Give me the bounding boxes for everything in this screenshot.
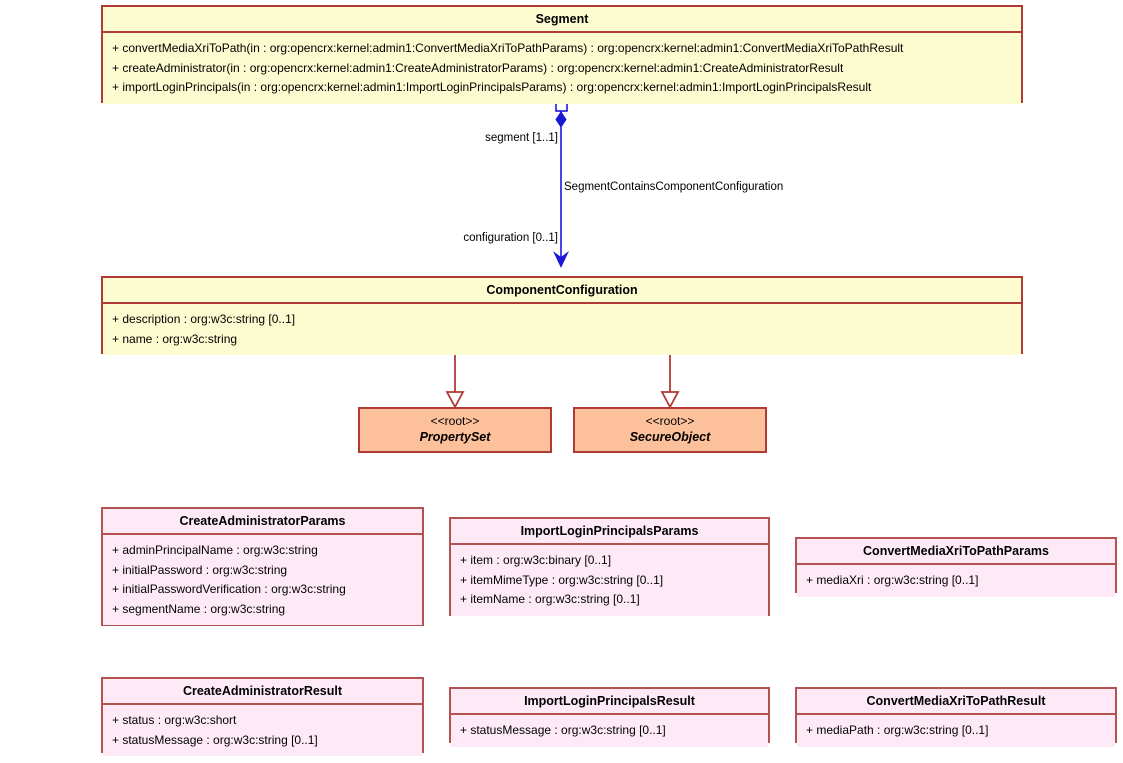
class-box-segment[interactable]: Segment + convertMediaXriToPath(in : org… <box>101 5 1023 104</box>
class-features-convert-media-xri-to-path-params: + mediaXri : org:w3c:string [0..1] <box>797 565 1115 597</box>
class-title-convert-media-xri-to-path-params: ConvertMediaXriToPathParams <box>797 539 1115 565</box>
class-title-component-configuration: ComponentConfiguration <box>103 278 1021 304</box>
class-feature: + name : org:w3c:string <box>112 331 238 346</box>
class-feature: + statusMessage : org:w3c:string [0..1] <box>112 732 318 747</box>
class-feature: + mediaPath : org:w3c:string [0..1] <box>806 723 989 737</box>
generalization-propertyset <box>445 355 465 409</box>
class-feature: + itemMimeType : org:w3c:string [0..1] <box>460 572 664 587</box>
class-feature: + itemName : org:w3c:string [0..1] <box>460 592 640 606</box>
class-header-secure-object: <<root>> SecureObject <box>575 409 765 451</box>
class-box-import-login-principals-result[interactable]: ImportLoginPrincipalsResult + statusMess… <box>449 687 770 747</box>
class-title-import-login-principals-params: ImportLoginPrincipalsParams <box>451 519 768 545</box>
class-title-convert-media-xri-to-path-result: ConvertMediaXriToPathResult <box>797 689 1115 715</box>
class-feature: + status : org:w3c:short <box>112 713 237 727</box>
class-title-segment: Segment <box>103 7 1021 33</box>
class-box-property-set[interactable]: <<root>> PropertySet <box>358 407 552 453</box>
class-features-create-administrator-result: + status : org:w3c:short + statusMessage… <box>103 705 422 756</box>
class-feature: + mediaXri : org:w3c:string [0..1] <box>806 573 979 587</box>
class-features-import-login-principals-params: + item : org:w3c:binary [0..1] + itemMim… <box>451 545 768 616</box>
association-target-role-label: configuration [0..1] <box>463 232 558 244</box>
class-features-convert-media-xri-to-path-result: + mediaPath : org:w3c:string [0..1] <box>797 715 1115 747</box>
class-title-create-administrator-params: CreateAdministratorParams <box>103 509 422 535</box>
class-features-create-administrator-params: + adminPrincipalName : org:w3c:string + … <box>103 535 422 625</box>
class-box-create-administrator-params[interactable]: CreateAdministratorParams + adminPrincip… <box>101 507 424 626</box>
class-feature: + createAdministrator(in : org:opencrx:k… <box>112 60 844 75</box>
class-feature: + segmentName : org:w3c:string <box>112 601 286 616</box>
class-box-convert-media-xri-to-path-params[interactable]: ConvertMediaXriToPathParams + mediaXri :… <box>795 537 1117 597</box>
class-feature: + description : org:w3c:string [0..1] <box>112 312 296 326</box>
class-header-property-set: <<root>> PropertySet <box>360 409 550 451</box>
class-features-segment: + convertMediaXriToPath(in : org:opencrx… <box>103 33 1021 104</box>
class-title-import-login-principals-result: ImportLoginPrincipalsResult <box>451 689 768 715</box>
class-feature: + item : org:w3c:binary [0..1] <box>460 553 612 567</box>
class-title-secure-object: SecureObject <box>629 429 711 444</box>
class-feature: + adminPrincipalName : org:w3c:string <box>112 543 318 557</box>
class-feature: + initialPassword : org:w3c:string <box>112 562 288 577</box>
class-box-convert-media-xri-to-path-result[interactable]: ConvertMediaXriToPathResult + mediaPath … <box>795 687 1117 747</box>
class-stereotype-property-set: <<root>> <box>430 413 480 428</box>
generalization-secureobject <box>660 355 680 409</box>
class-features-component-configuration: + description : org:w3c:string [0..1] + … <box>103 304 1021 355</box>
class-box-secure-object[interactable]: <<root>> SecureObject <box>573 407 767 453</box>
class-features-import-login-principals-result: + statusMessage : org:w3c:string [0..1] <box>451 715 768 747</box>
association-name-label: SegmentContainsComponentConfiguration <box>564 181 784 193</box>
class-title-create-administrator-result: CreateAdministratorResult <box>103 679 422 705</box>
class-feature: + initialPasswordVerification : org:w3c:… <box>112 582 346 596</box>
class-feature: + importLoginPrincipals(in : org:opencrx… <box>112 80 872 94</box>
class-title-property-set: PropertySet <box>419 429 491 444</box>
association-source-role-label: segment [1..1] <box>485 132 558 144</box>
class-box-create-administrator-result[interactable]: CreateAdministratorResult + status : org… <box>101 677 424 756</box>
class-feature: + statusMessage : org:w3c:string [0..1] <box>460 723 666 737</box>
class-feature: + convertMediaXriToPath(in : org:opencrx… <box>112 41 904 55</box>
class-stereotype-secure-object: <<root>> <box>645 413 695 428</box>
class-box-component-configuration[interactable]: ComponentConfiguration + description : o… <box>101 276 1023 355</box>
class-box-import-login-principals-params[interactable]: ImportLoginPrincipalsParams + item : org… <box>449 517 770 616</box>
